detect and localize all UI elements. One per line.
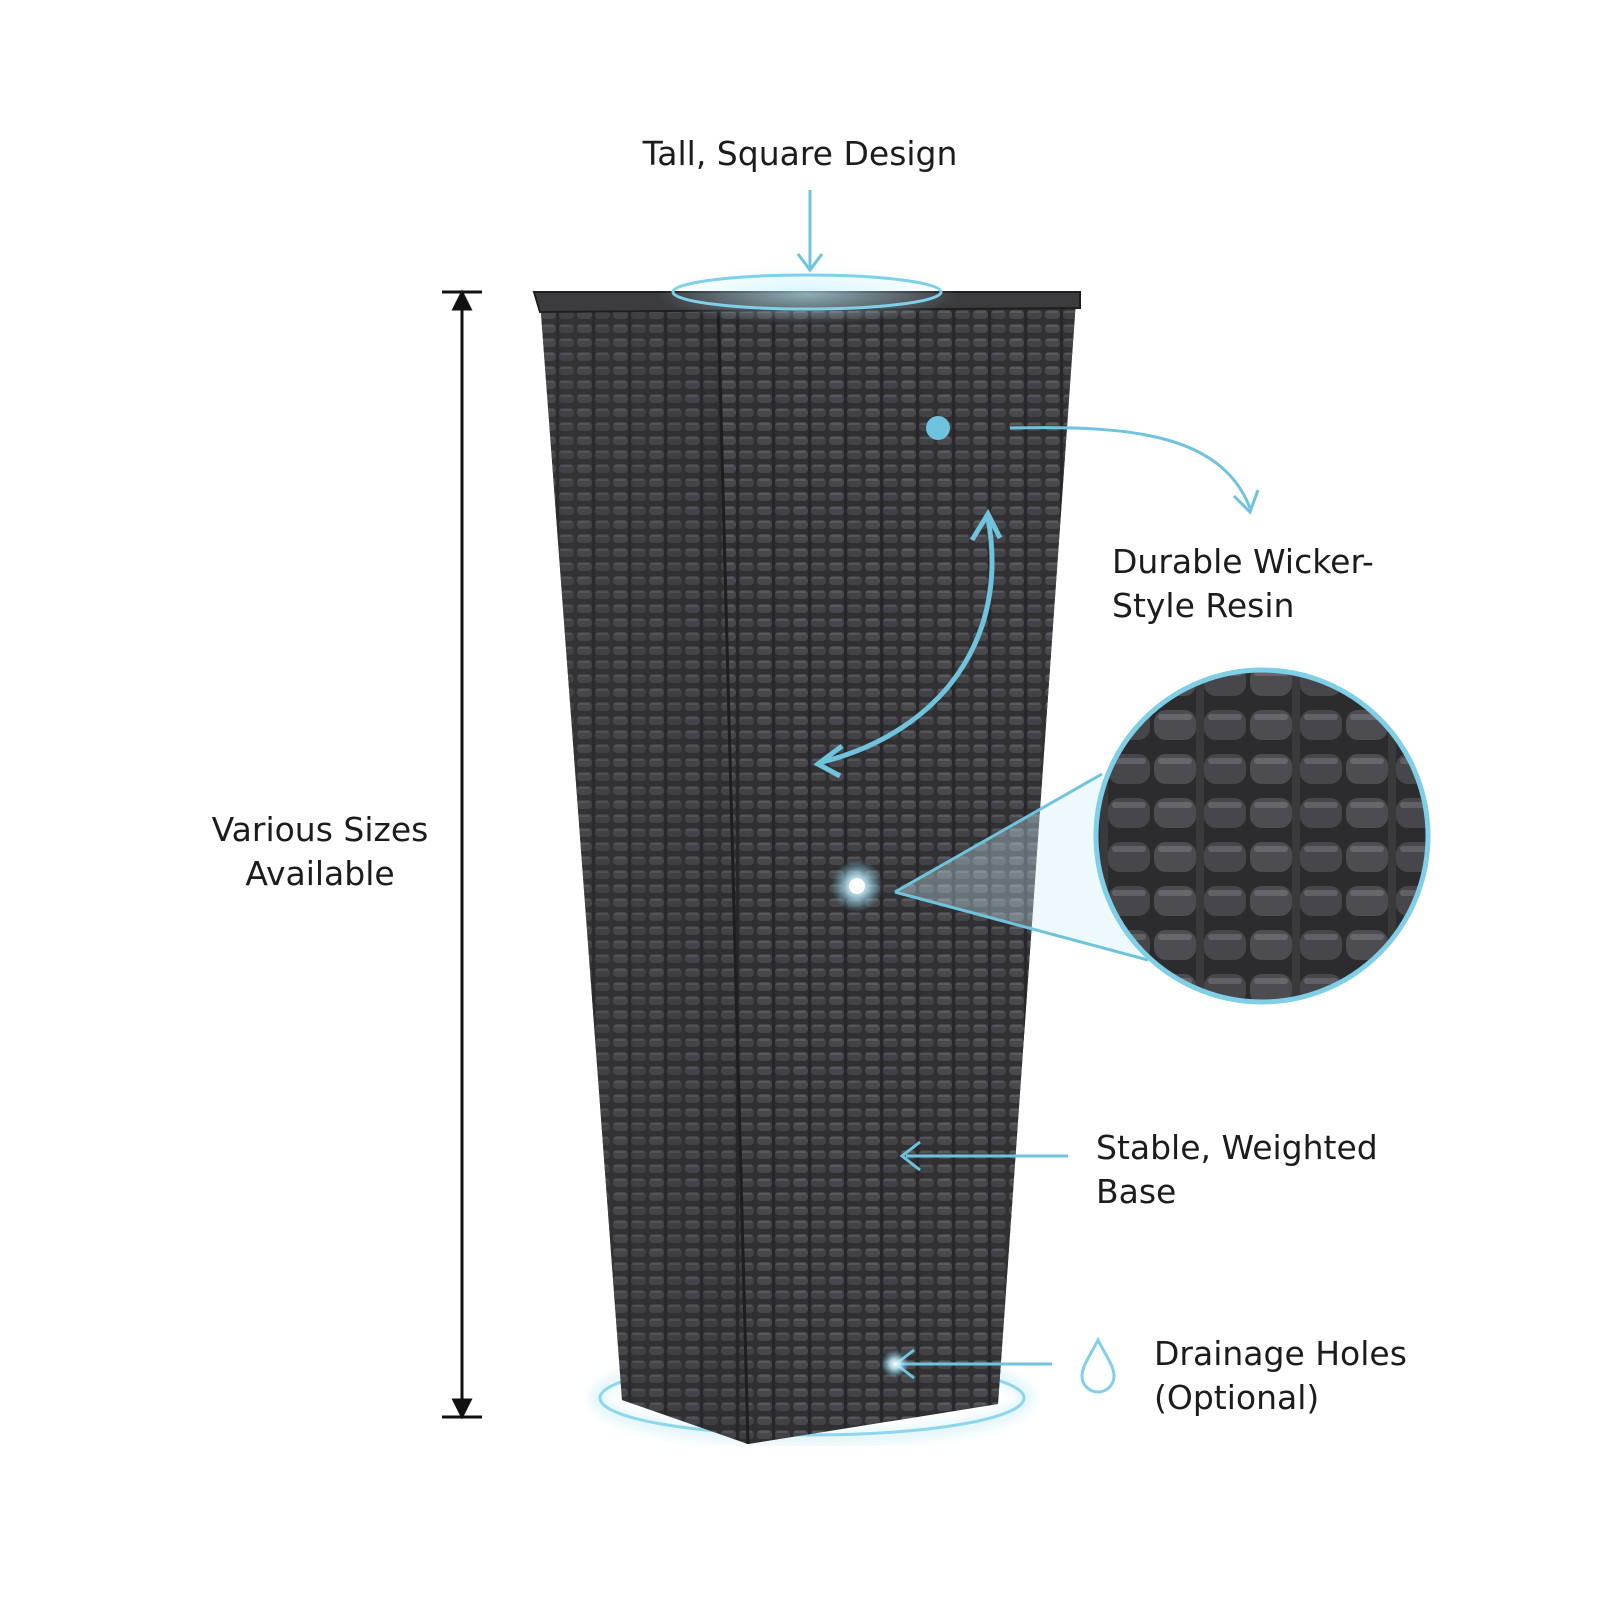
callout-text-line-2: Available (245, 854, 395, 893)
callout-text-line-1: Stable, Weighted (1096, 1128, 1378, 1167)
callout-tall-square-design: Tall, Square Design (560, 132, 1040, 176)
callout-various-sizes: Various Sizes Available (160, 808, 480, 896)
callout-text-line-1: Drainage Holes (1154, 1334, 1407, 1373)
callout-weighted-base: Stable, Weighted Base (1096, 1126, 1378, 1214)
top-ring (671, 273, 943, 311)
callout-text-line-2: Style Resin (1112, 586, 1295, 625)
callout-text-line-1: Various Sizes (211, 810, 429, 849)
callout-text-line-1: Durable Wicker- (1112, 542, 1374, 581)
callout-text-line-2: Base (1096, 1172, 1177, 1211)
texture-zoom-circle (1093, 667, 1431, 1005)
material-dot (926, 416, 950, 440)
water-drop-icon (1080, 1336, 1116, 1394)
planter-body (532, 291, 1081, 1445)
callout-drainage-holes: Drainage Holes (Optional) (1154, 1332, 1407, 1420)
zoom-source-dot (849, 878, 865, 894)
callout-wicker-resin: Durable Wicker- Style Resin (1112, 540, 1374, 628)
callout-text: Tall, Square Design (642, 134, 958, 173)
dimension-arrow-icon (442, 289, 482, 1420)
callout-text-line-2: (Optional) (1154, 1378, 1320, 1417)
